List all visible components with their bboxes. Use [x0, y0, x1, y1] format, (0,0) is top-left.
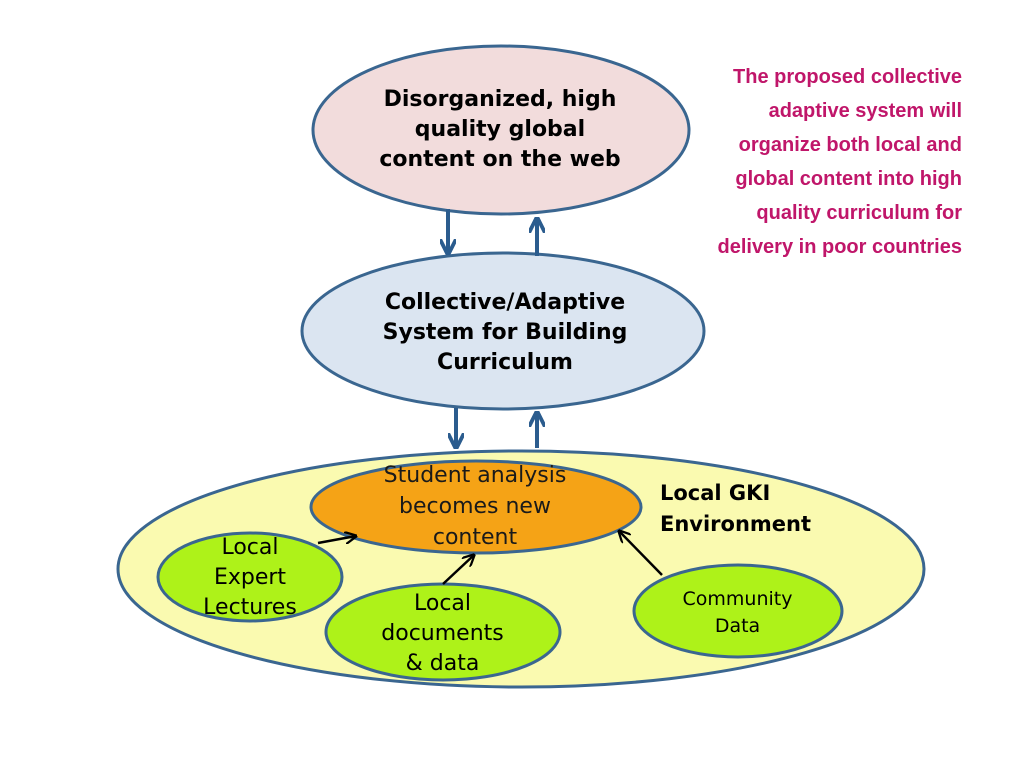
global-content-label: Disorganized, high quality global conten… [379, 87, 621, 172]
community-data-label: Community Data [682, 588, 793, 637]
local-documents-label: Local documents & data [381, 591, 504, 676]
annotation-text: The proposed collective adaptive system … [717, 66, 962, 258]
collective-system-node [300, 251, 706, 411]
arrow-expert-to-student [317, 536, 356, 545]
arrow-documents-to-student [442, 555, 474, 585]
environment-label: Local GKI Environment [660, 481, 812, 536]
expert-lectures-label: Local Expert Lectures [203, 535, 297, 620]
community-data-node [632, 563, 844, 659]
student-analysis-label: Student analysis becomes new content [383, 462, 567, 550]
collective-system-label: Collective/Adaptive System for Building … [382, 290, 628, 375]
global-content-node [311, 44, 691, 216]
expert-lectures-node [156, 531, 344, 623]
arrow-community-to-student [619, 531, 663, 576]
